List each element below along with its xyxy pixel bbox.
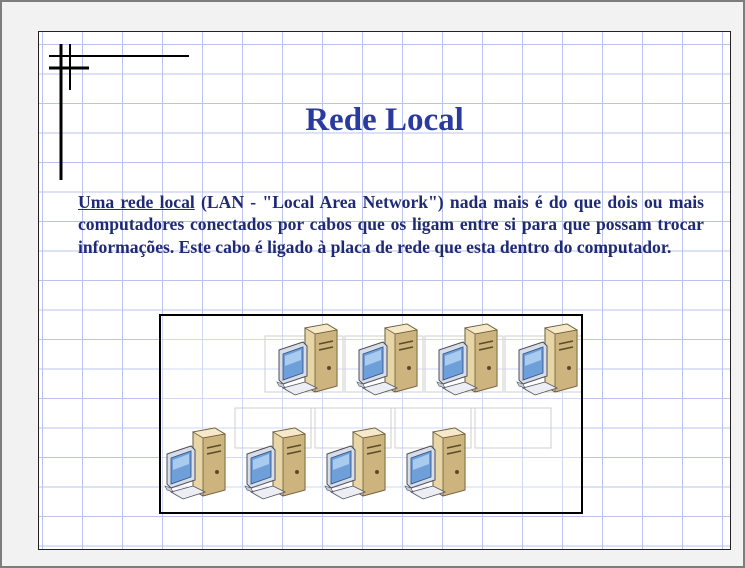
body-paragraph: Uma rede local (LAN - "Local Area Networ… (78, 191, 704, 258)
desktop-computer-icon (276, 323, 339, 396)
desktop-computer-icon (324, 427, 387, 500)
desktop-computer-icon (404, 427, 467, 500)
corner-crosshair-decoration (49, 44, 189, 180)
body-paragraph-text: (LAN - "Local Area Network") nada mais é… (78, 192, 704, 257)
desktop-computer-icon (244, 427, 307, 500)
lan-term-link[interactable]: Uma rede local (78, 192, 195, 212)
network-diagram-canvas (164, 323, 581, 500)
network-diagram (159, 314, 583, 514)
slide-title: Rede Local (305, 102, 464, 138)
slide: Rede Local Uma rede local (LAN - "Local … (38, 31, 731, 550)
desktop-computer-icon (164, 427, 227, 500)
desktop-computer-icon (516, 323, 579, 396)
desktop-computer-icon (436, 323, 499, 396)
desktop-computer-icon (356, 323, 419, 396)
